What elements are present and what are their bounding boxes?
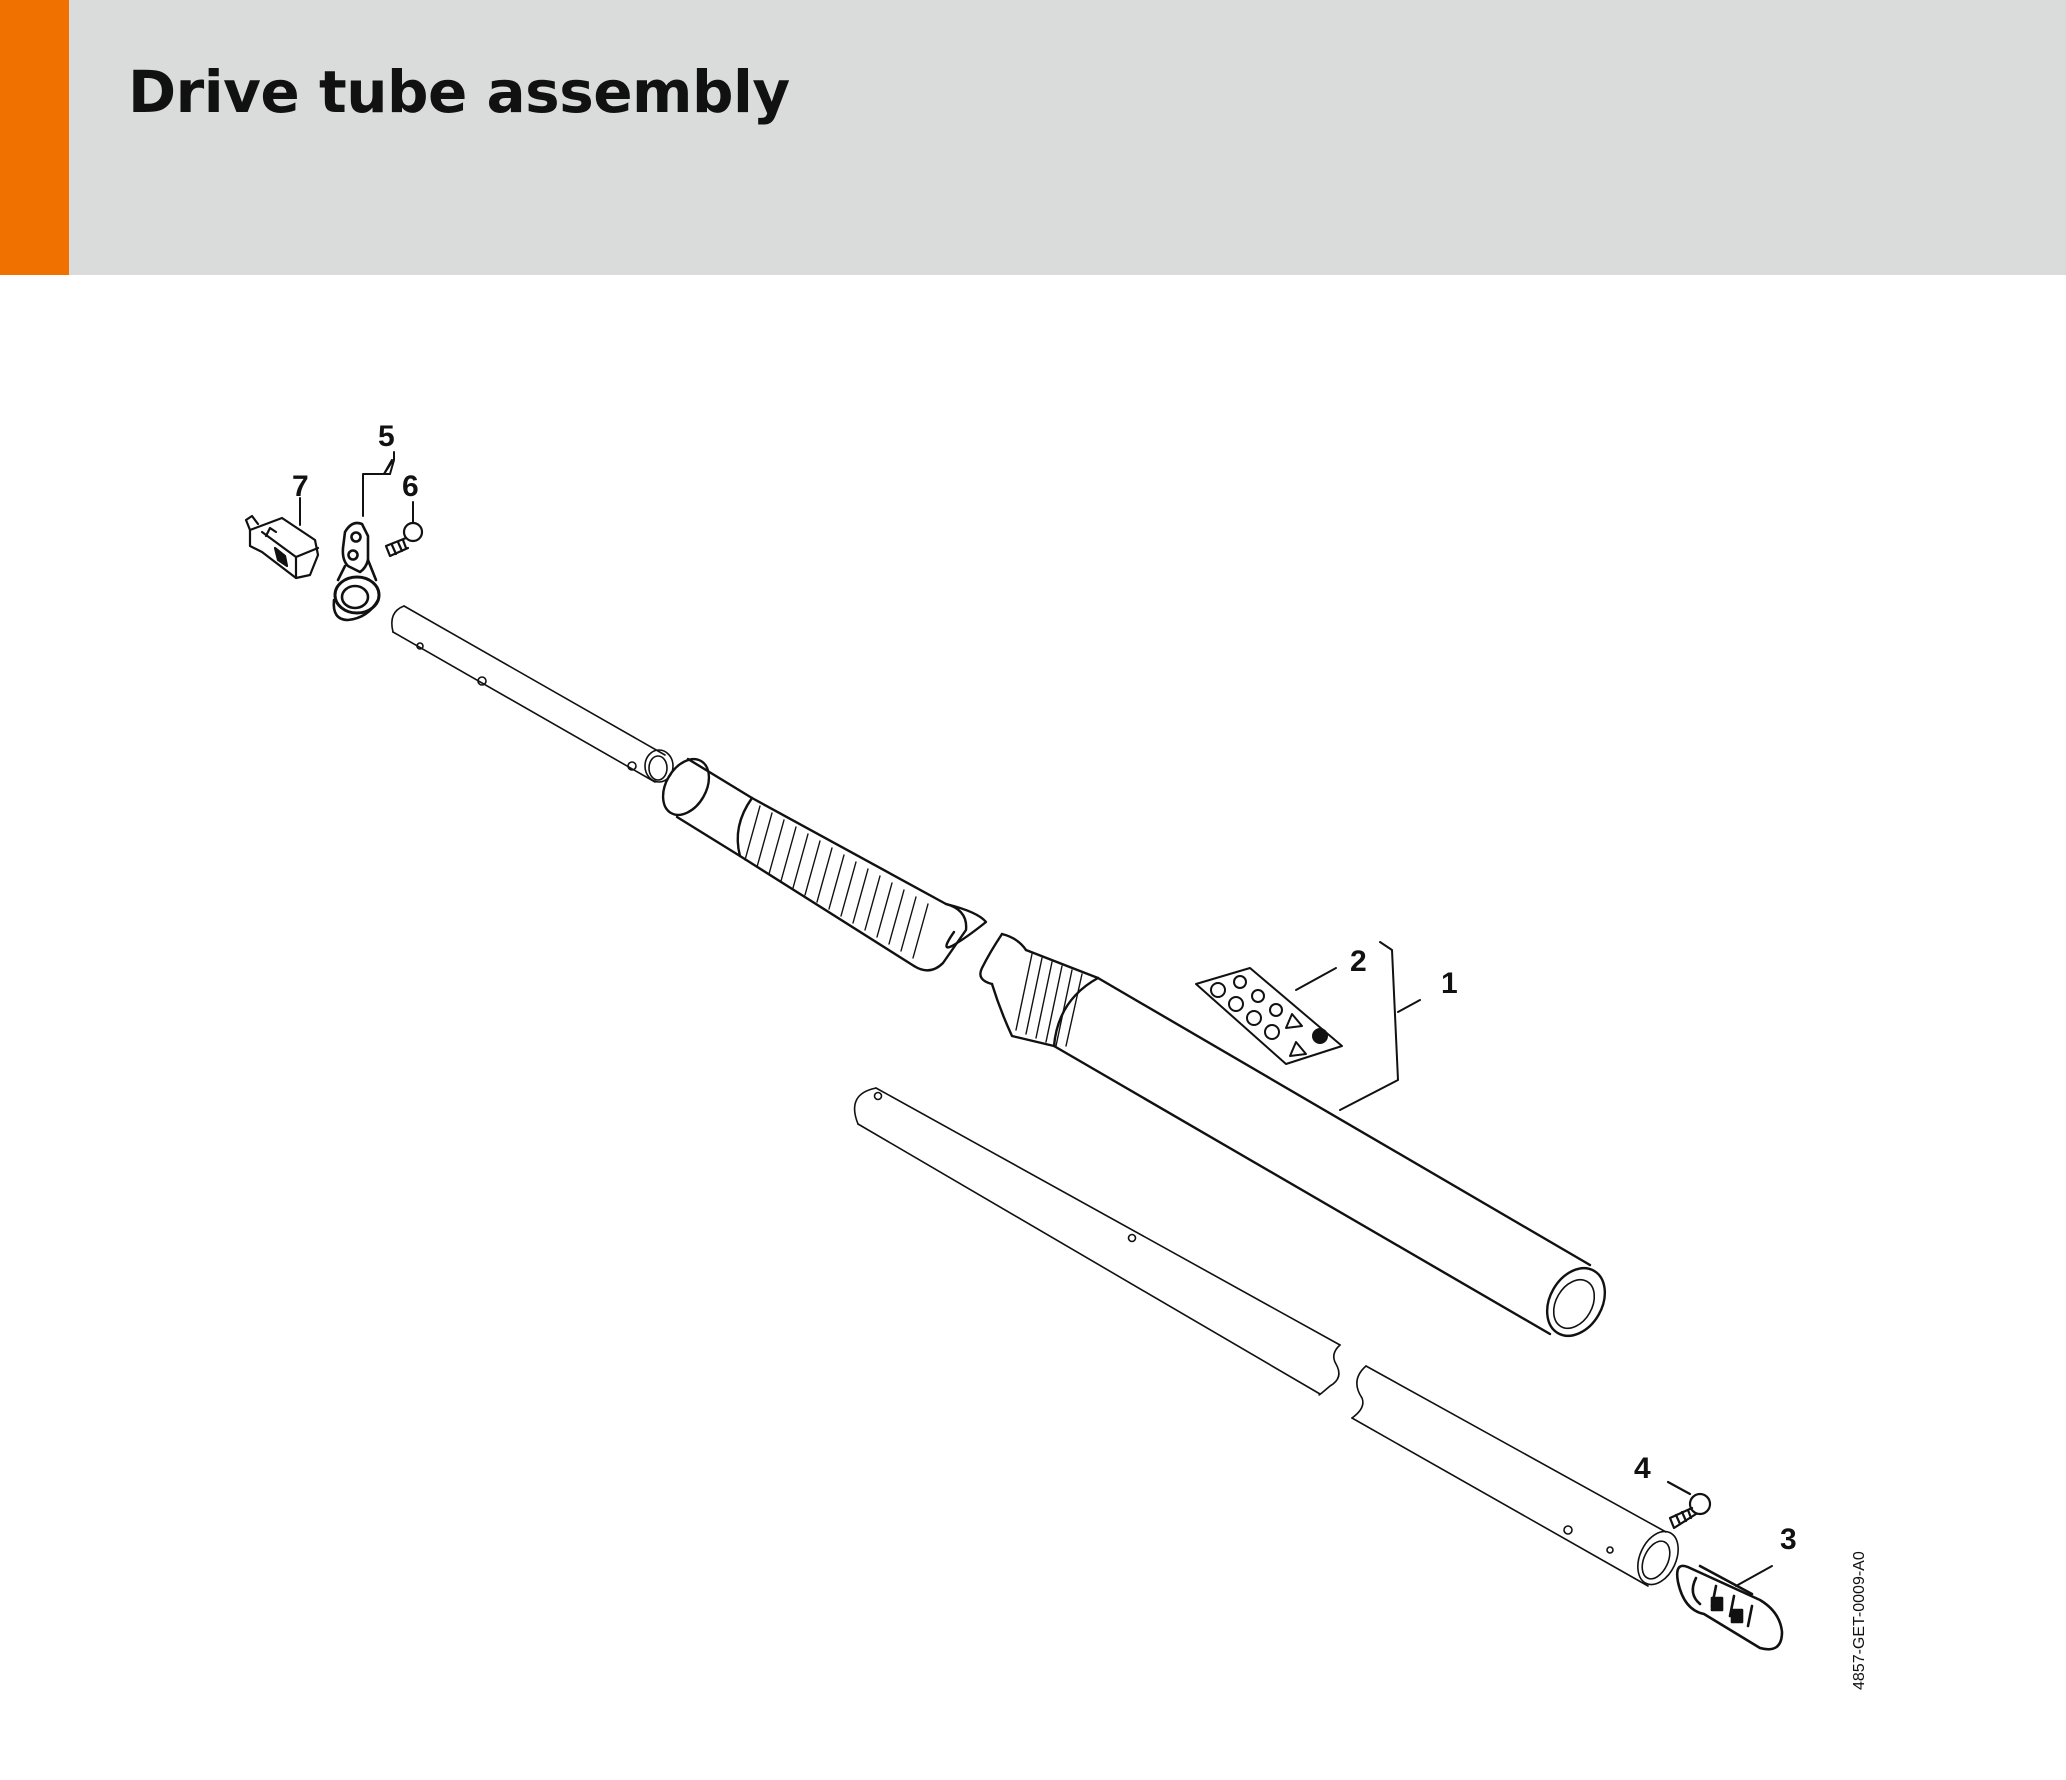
end-cap-part-3 [1675, 1564, 1784, 1651]
leaders-top [299, 451, 414, 526]
part-label-1: 1 [1441, 967, 1458, 1000]
inner-tube-upper [391, 605, 674, 783]
part-label-2: 2 [1350, 945, 1367, 978]
page-title: Drive tube assembly [128, 58, 790, 126]
clamp-part-5 [332, 521, 381, 622]
part-label-7: 7 [292, 470, 309, 503]
inner-tube-lower [853, 1087, 1679, 1587]
part-label-6: 6 [402, 470, 419, 503]
drive-tube-main-section [979, 932, 1607, 1337]
part-label-5: 5 [378, 420, 395, 453]
screw-part-6 [384, 521, 424, 558]
leaders-right [1295, 941, 1421, 1111]
diagram-reference-code: 4857-GET-0009-A0 [1851, 1551, 1868, 1690]
drive-tube-grip-section [661, 757, 988, 972]
part-label-4: 4 [1634, 1452, 1651, 1485]
header-bar [0, 0, 2066, 275]
screw-part-4 [1666, 1480, 1712, 1530]
header-accent-stripe [0, 0, 69, 275]
part-label-3: 3 [1780, 1523, 1797, 1556]
warning-label-part-2 [1195, 967, 1343, 1065]
clip-part-7 [244, 514, 320, 580]
